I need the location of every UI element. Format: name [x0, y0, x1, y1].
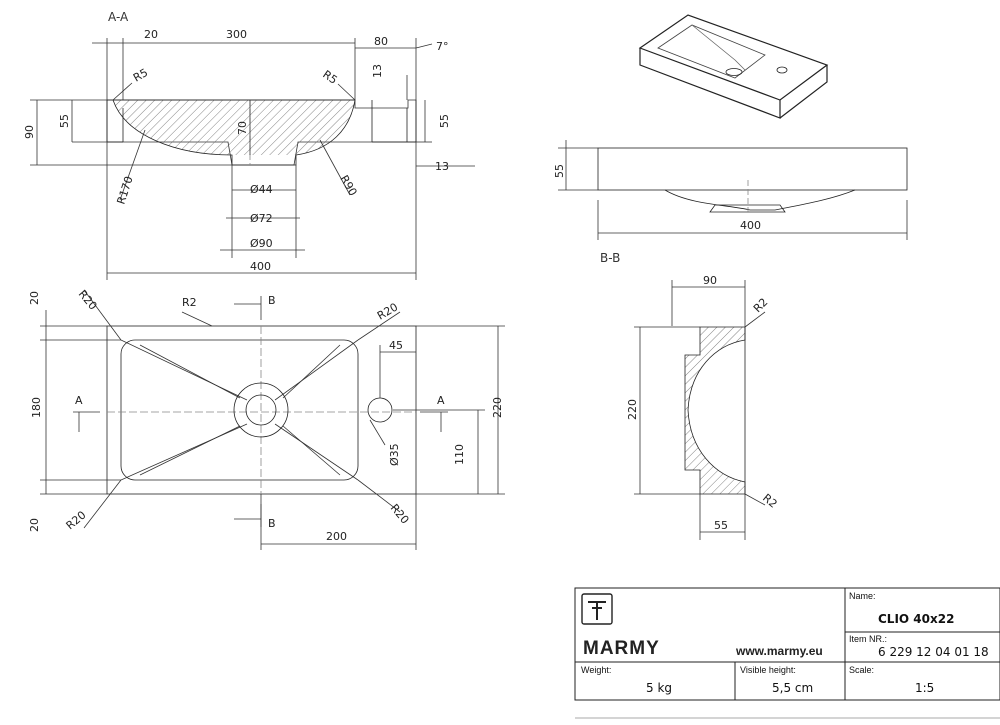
dim-top-o35: Ø35: [388, 443, 401, 466]
dim-top-200: 200: [326, 530, 347, 543]
cut-a-right-label: A: [437, 394, 445, 407]
brand-name: MARMY: [583, 638, 660, 659]
dim-top-220: 220: [491, 397, 504, 418]
dim-aa-13-right: 13: [435, 160, 449, 173]
dim-aa-90: 90: [23, 125, 36, 139]
dim-aa-70: 70: [236, 121, 249, 135]
scale-value: 1:5: [915, 681, 934, 695]
dim-top-20-top: 20: [28, 291, 41, 305]
dim-aa-80: 80: [374, 35, 388, 48]
section-bb-view: [634, 280, 766, 540]
cut-b-top-label: B: [268, 294, 276, 307]
dim-aa-300: 300: [226, 28, 247, 41]
weight-label: Weight:: [581, 665, 611, 675]
dim-top-110: 110: [453, 444, 466, 465]
dim-front-400: 400: [740, 219, 761, 232]
name-value: CLIO 40x22: [878, 612, 954, 626]
dim-aa-o44: Ø44: [250, 183, 273, 196]
isometric-view: [638, 14, 829, 119]
marmy-logo-icon: [581, 593, 613, 625]
item-label: Item NR.:: [849, 634, 887, 644]
item-value: 6 229 12 04 01 18: [878, 645, 989, 659]
website-link[interactable]: www.marmy.eu: [735, 644, 823, 658]
dim-top-r20-tl: R20: [76, 288, 100, 313]
section-bb-label: B-B: [600, 251, 620, 265]
title-block: [574, 587, 1000, 719]
cut-b-bottom-label: B: [268, 517, 276, 530]
section-aa-view: [30, 38, 475, 280]
dim-front-55: 55: [553, 164, 566, 178]
dim-aa-r90: R90: [337, 173, 359, 198]
dim-aa-r170: R170: [114, 175, 135, 206]
dim-top-45: 45: [389, 339, 403, 352]
dim-top-180: 180: [30, 397, 43, 418]
dim-aa-7deg: 7°: [436, 40, 449, 53]
front-view: [558, 140, 908, 240]
dim-aa-r5-left: R5: [131, 66, 150, 85]
height-value: 5,5 cm: [772, 681, 813, 695]
dim-top-20-bottom: 20: [28, 518, 41, 532]
dim-aa-13-top: 13: [371, 64, 384, 78]
dim-aa-o72: Ø72: [250, 212, 273, 225]
section-aa-label: A-A: [108, 10, 129, 24]
dim-top-r20-tr: R20: [375, 301, 400, 323]
dim-aa-55-left: 55: [58, 114, 71, 128]
dim-bb-r2-bottom: R2: [760, 491, 780, 510]
dim-bb-55: 55: [714, 519, 728, 532]
scale-label: Scale:: [849, 665, 874, 675]
dim-aa-55-right: 55: [438, 114, 451, 128]
weight-value: 5 kg: [646, 681, 672, 695]
dim-aa-20: 20: [144, 28, 158, 41]
cut-a-left-label: A: [75, 394, 83, 407]
height-label: Visible height:: [740, 665, 796, 675]
dim-aa-o90: Ø90: [250, 237, 273, 250]
top-view: [40, 289, 505, 550]
dim-aa-400: 400: [250, 260, 271, 273]
dim-aa-r5-right: R5: [320, 68, 339, 87]
name-label: Name:: [849, 591, 876, 601]
dim-bb-r2-top: R2: [751, 296, 771, 316]
dim-bb-220: 220: [626, 399, 639, 420]
dim-top-r20-bl: R20: [64, 508, 89, 532]
dim-top-r2: R2: [182, 296, 197, 309]
dim-bb-90: 90: [703, 274, 717, 287]
